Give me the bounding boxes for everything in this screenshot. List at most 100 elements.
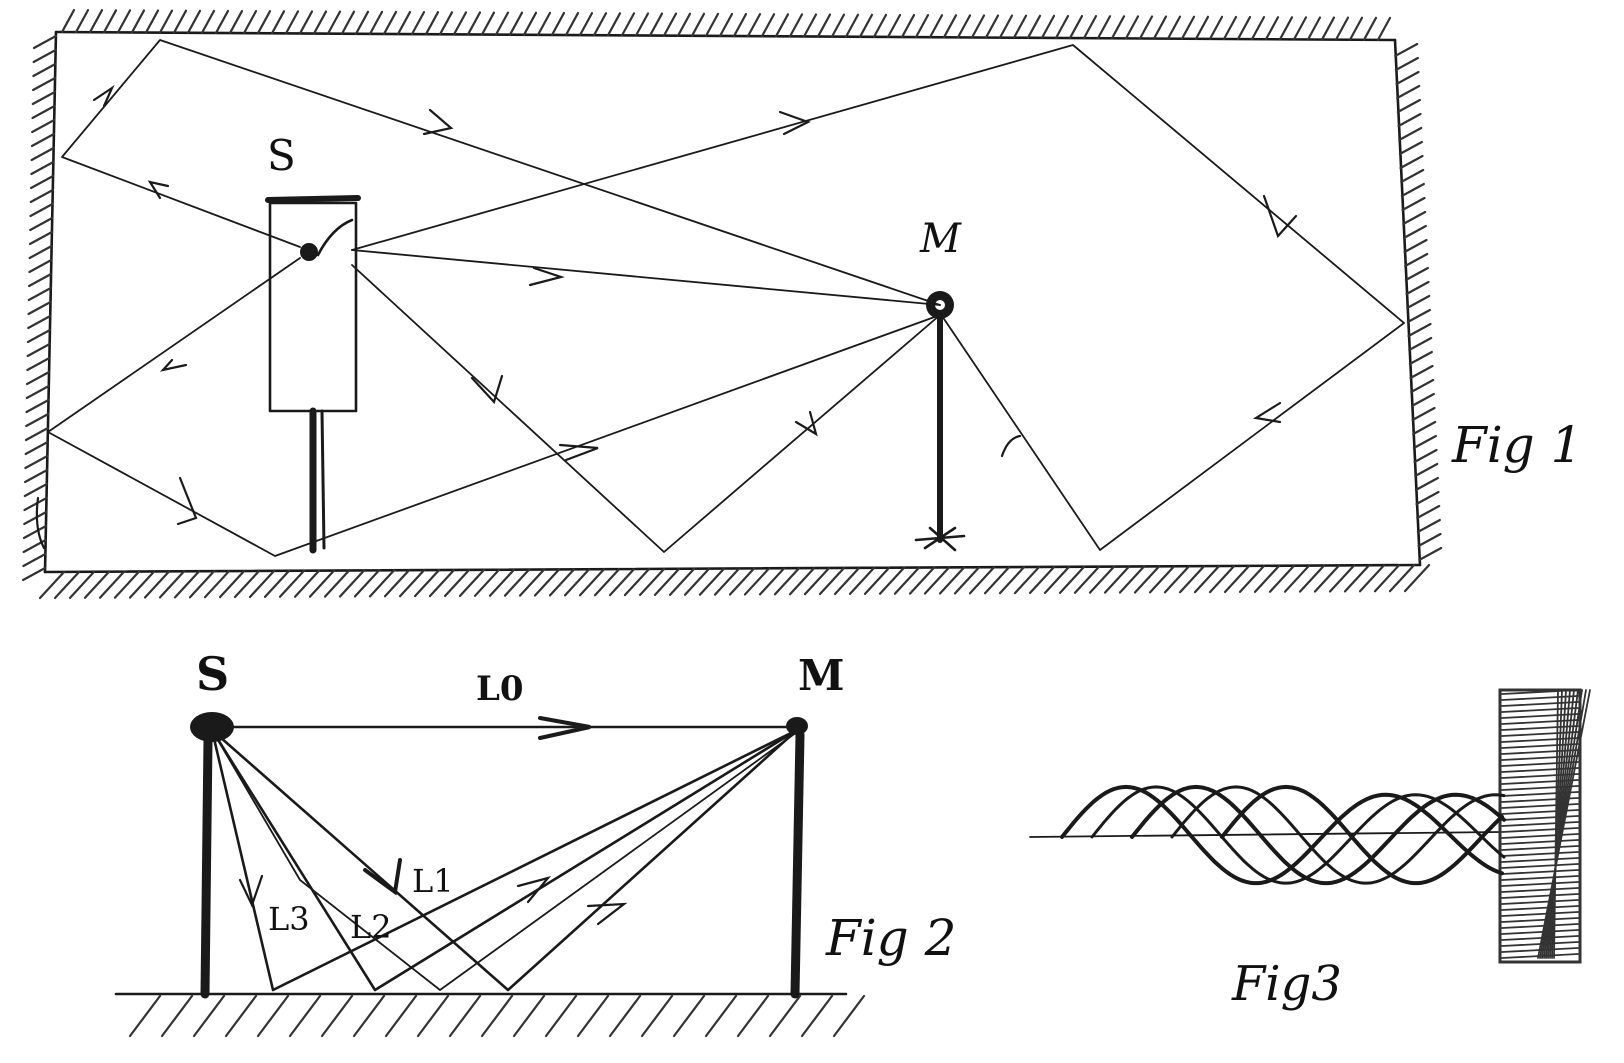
right-wall-hatch-stroke xyxy=(1394,56,1419,72)
floor-hatch-stroke xyxy=(1328,564,1356,593)
fig1-right-wall-hatching xyxy=(1394,42,1443,562)
floor-hatch-stroke xyxy=(233,569,261,599)
ceiling-hatch-stroke xyxy=(270,10,286,35)
ceiling-hatch-stroke xyxy=(284,10,300,35)
ceiling-hatch-stroke xyxy=(1138,15,1154,40)
fig3-wall-shadow-stroke xyxy=(1545,689,1575,959)
ceiling-hatch-stroke xyxy=(1222,15,1238,41)
fig1-arrow-13 xyxy=(176,476,198,526)
fig2-floor-hatch-stroke xyxy=(256,994,290,1038)
ceiling-hatch-stroke xyxy=(620,12,636,37)
fig1-arrow-2 xyxy=(422,108,454,136)
left-wall-hatch-stroke xyxy=(23,496,48,512)
fig3-wall-shadow-stroke xyxy=(1543,689,1579,959)
fig2-arrow-L1 xyxy=(363,858,402,896)
left-wall-hatch-stroke xyxy=(23,468,49,484)
fig2-source xyxy=(190,712,234,999)
fig2-floor-hatch-stroke xyxy=(448,994,482,1038)
floor-hatch-stroke xyxy=(53,570,81,600)
floor-hatch-stroke xyxy=(743,567,771,596)
ceiling-hatch-stroke xyxy=(88,9,104,34)
ceiling-hatch-stroke xyxy=(1250,16,1266,41)
ceiling-hatch-stroke xyxy=(1082,15,1098,40)
left-wall-hatch-stroke xyxy=(25,384,50,400)
ceiling-hatch-stroke xyxy=(1054,14,1070,40)
fig1-arrow-4 xyxy=(147,180,170,200)
fig1-ceiling-hatching xyxy=(60,8,1392,41)
fig3-wall-hatch-stroke xyxy=(1501,899,1579,905)
right-wall-hatch-stroke xyxy=(1402,210,1427,226)
floor-hatch-stroke xyxy=(728,567,756,596)
fig3-waves xyxy=(1060,784,1506,886)
ceiling-hatch-stroke xyxy=(746,13,762,38)
fig1-arrow-7 xyxy=(159,358,188,372)
floor-hatch-stroke xyxy=(1343,564,1371,593)
ceiling-hatch-stroke xyxy=(130,9,146,34)
right-wall-hatch-stroke xyxy=(1412,420,1437,436)
fig1-loudspeaker xyxy=(265,195,361,554)
fig2-path3-label: L3 xyxy=(268,900,310,938)
fig1-ray-floor xyxy=(351,264,941,553)
right-wall-hatch-stroke xyxy=(1411,406,1436,422)
fig3-wave-3 xyxy=(1130,784,1506,886)
fig3-wall-shadow-stroke xyxy=(1541,689,1583,959)
floor-hatch-stroke xyxy=(1208,564,1236,594)
fig3-wall-shadow-stroke xyxy=(1539,689,1587,959)
floor-hatch-stroke xyxy=(278,569,306,598)
ceiling-hatch-stroke xyxy=(1180,15,1196,40)
fig1-caption: Fig 1 xyxy=(1451,416,1582,474)
floor-hatch-stroke xyxy=(428,568,456,598)
fig3-wall-hatch-stroke xyxy=(1501,821,1579,827)
ceiling-hatch-stroke xyxy=(788,13,804,38)
right-wall-hatch-stroke xyxy=(1414,462,1439,478)
ceiling-hatch-stroke xyxy=(424,11,440,36)
fig3-wall-hatch-stroke xyxy=(1501,713,1579,719)
ceiling-hatch-stroke xyxy=(382,10,398,36)
fig1-arrow-1 xyxy=(92,84,115,108)
ceiling-hatch-stroke xyxy=(116,9,132,34)
fig3-wall-hatch-stroke xyxy=(1501,869,1579,875)
ceiling-hatch-stroke xyxy=(480,11,496,36)
ceiling-hatch-stroke xyxy=(256,10,272,35)
ceiling-hatch-stroke xyxy=(984,14,1000,39)
fig1-ray-direct xyxy=(351,249,941,306)
floor-hatch-stroke xyxy=(458,568,486,597)
fig3-wall-hatch-stroke xyxy=(1501,929,1579,935)
fig3-wall-shadow-stroke xyxy=(1547,689,1571,959)
floor-hatch-stroke xyxy=(1223,564,1251,594)
left-wall-hatch-stroke xyxy=(32,62,57,78)
fig3-wall-shadow-stroke xyxy=(1553,689,1559,959)
ceiling-hatch-stroke xyxy=(466,11,482,36)
fig2-ray-extra xyxy=(211,729,798,991)
fig3-wall-hatch-stroke xyxy=(1501,863,1579,869)
floor-hatch-stroke xyxy=(1058,565,1086,594)
fig3-wall-shadow-stroke xyxy=(1551,689,1563,959)
ceiling-hatch-stroke xyxy=(886,13,902,39)
fig2-ray-L3 xyxy=(210,728,799,992)
floor-hatch-stroke xyxy=(1163,565,1191,594)
floor-hatch-stroke xyxy=(38,570,66,600)
floor-hatch-stroke xyxy=(1103,565,1131,594)
fig3-wall-hatching xyxy=(1501,689,1591,959)
ceiling-hatch-stroke xyxy=(186,9,202,34)
fig3-wall-hatch-stroke xyxy=(1501,881,1579,887)
left-wall-hatch-stroke xyxy=(29,202,54,218)
fig2-floor-hatch-stroke xyxy=(416,994,450,1038)
floor-hatch-stroke xyxy=(1133,565,1161,594)
floor-hatch-stroke xyxy=(533,568,561,597)
fig2-ray-L1 xyxy=(210,728,799,992)
fig1-arrow-5 xyxy=(528,266,565,287)
floor-hatch-stroke xyxy=(248,569,276,599)
ceiling-hatch-stroke xyxy=(396,10,412,36)
fig1-speaker-cabinet xyxy=(268,201,358,413)
floor-hatch-stroke xyxy=(863,566,891,595)
fig3-wall-shadow-stroke xyxy=(1549,689,1567,959)
right-wall-hatch-stroke xyxy=(1415,490,1440,506)
fig3-wall-hatch-stroke xyxy=(1501,893,1579,899)
ceiling-hatch-stroke xyxy=(900,13,916,39)
fig3-wall-hatch-stroke xyxy=(1501,905,1579,911)
fig2-floor-hatch-stroke xyxy=(224,994,258,1038)
left-wall-hatch-stroke xyxy=(31,104,56,120)
floor-hatch-stroke xyxy=(488,568,516,597)
left-wall-hatch-stroke xyxy=(24,454,49,470)
